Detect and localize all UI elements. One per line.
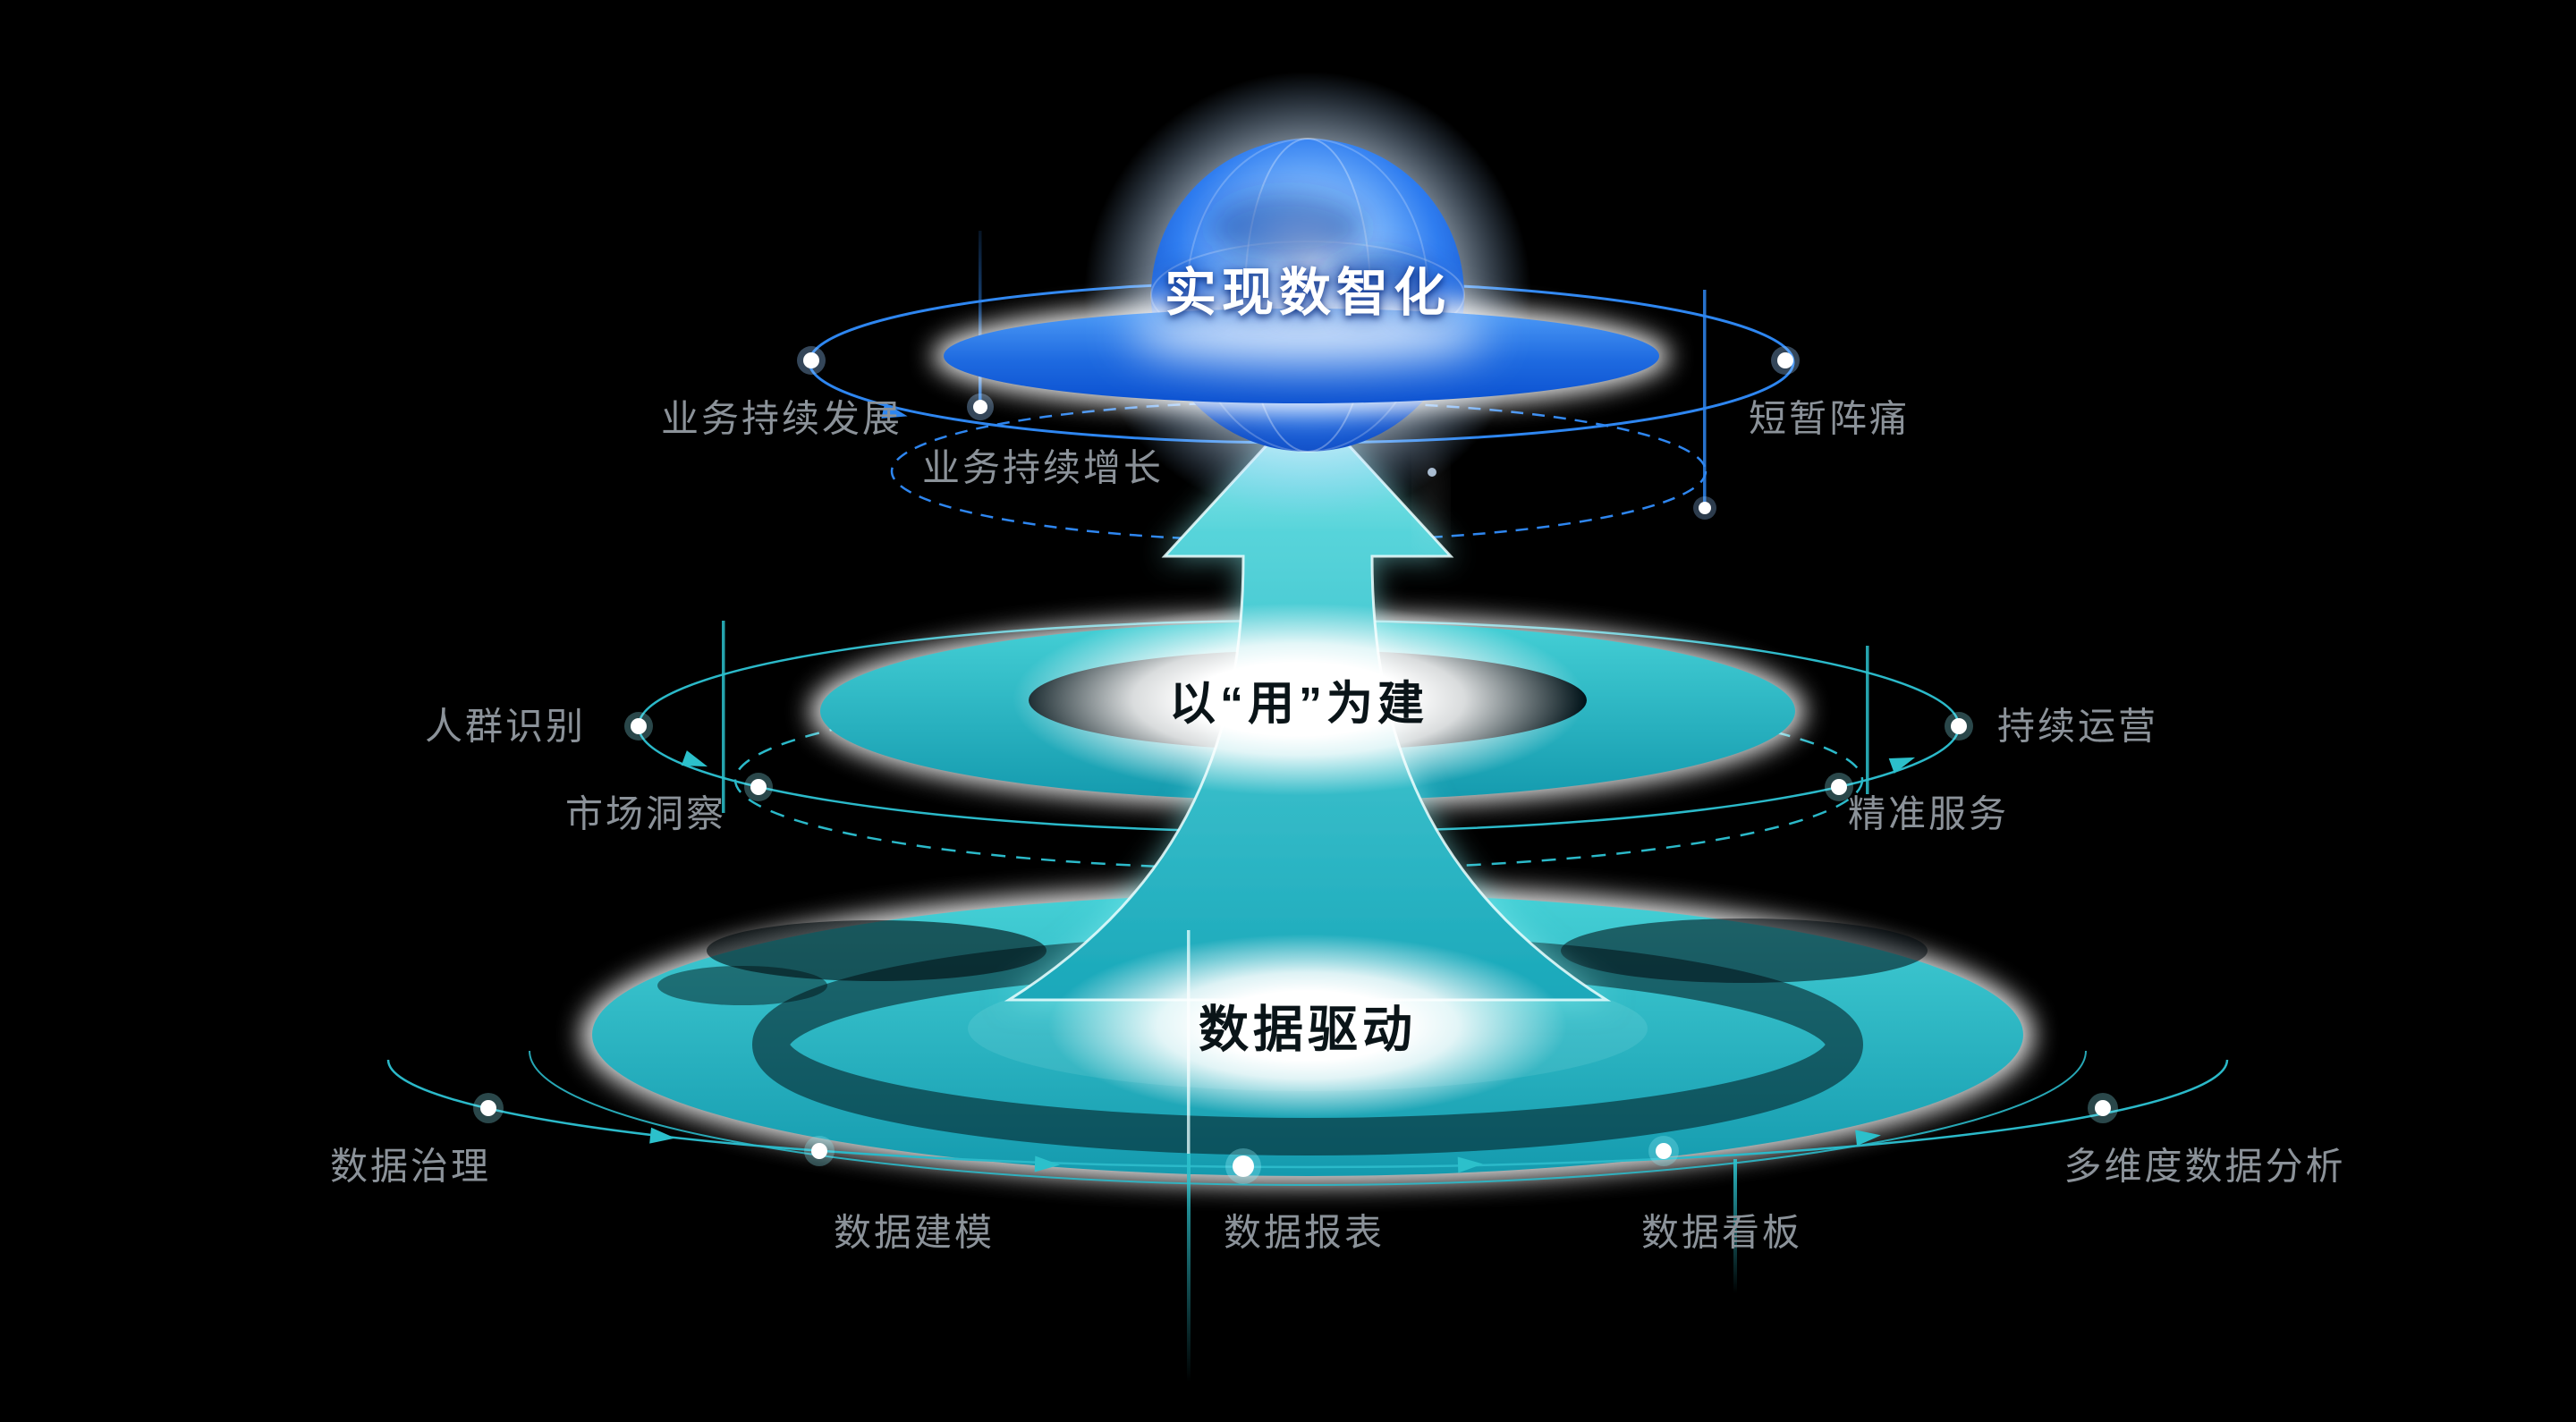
label-market-insight: 市场洞察 xyxy=(564,792,727,835)
label-data-dashboard: 数据看板 xyxy=(1640,1211,1803,1254)
bottom-tier-title: 数据驱动 xyxy=(1199,1001,1417,1058)
label-data-governance: 数据治理 xyxy=(329,1145,492,1188)
bottom-orbit-node xyxy=(804,1136,835,1166)
top-tick-node xyxy=(967,394,994,420)
label-continuous-operation: 持续运营 xyxy=(1996,705,2159,748)
middle-orbit-node xyxy=(744,773,773,801)
top-tick-node xyxy=(1693,496,1716,520)
middle-orbit-node xyxy=(1945,712,1973,741)
label-multidimensional-analysis: 多维度数据分析 xyxy=(2063,1145,2346,1188)
top-orbit-node xyxy=(797,346,826,375)
globe-meridian xyxy=(1186,138,1429,453)
bottom-inner-ring xyxy=(529,1050,2087,1186)
bottom-tick-line xyxy=(1733,1159,1737,1293)
middle-orbit-node xyxy=(624,712,653,741)
bottom-orbit-node xyxy=(1648,1136,1679,1166)
flow-arrow-icon xyxy=(649,1127,675,1144)
flow-arrow-icon xyxy=(1457,1156,1483,1173)
label-short-term-pain: 短暂阵痛 xyxy=(1748,397,1911,440)
flow-arrow-icon xyxy=(881,402,908,419)
middle-left-tick-line xyxy=(722,621,725,813)
flow-arrow-icon xyxy=(1888,757,1916,774)
middle-tier-title: 以“用”为建 xyxy=(1168,678,1428,731)
label-data-report: 数据报表 xyxy=(1223,1211,1385,1254)
label-data-modeling: 数据建模 xyxy=(833,1211,996,1254)
top-orbit-node xyxy=(1771,346,1800,375)
top-tier-title: 实现数智化 xyxy=(1164,264,1452,322)
flow-arrow-icon xyxy=(1855,1130,1881,1147)
label-crowd-identification: 人群识别 xyxy=(424,705,587,748)
flow-arrow-icon xyxy=(1034,1155,1060,1172)
middle-right-tick-line xyxy=(1866,646,1869,794)
label-business-continuous-development: 业务持续发展 xyxy=(660,397,903,440)
label-business-continuous-growth: 业务持续增长 xyxy=(921,446,1165,489)
bottom-orbit-node xyxy=(473,1093,504,1123)
top-left-tick-line xyxy=(979,231,982,406)
bottom-orbit xyxy=(386,1059,2229,1169)
globe-contact-glow xyxy=(1129,302,1487,363)
middle-tier-title-pill: 以“用”为建 xyxy=(1013,603,1585,796)
middle-orbit-node xyxy=(1825,773,1853,801)
flow-arrow-icon xyxy=(681,750,708,767)
bottom-orbit-node xyxy=(2088,1093,2118,1123)
deco-dot xyxy=(1428,468,1436,477)
bottom-tier-title-pill: 数据驱动 xyxy=(1048,934,1567,1118)
top-tier-graphics xyxy=(797,72,1800,554)
bottom-orbit-node xyxy=(1225,1148,1261,1184)
label-precision-service: 精准服务 xyxy=(1847,792,2010,835)
bottom-tick-line xyxy=(1187,1154,1191,1382)
top-right-tick-line xyxy=(1703,290,1707,513)
